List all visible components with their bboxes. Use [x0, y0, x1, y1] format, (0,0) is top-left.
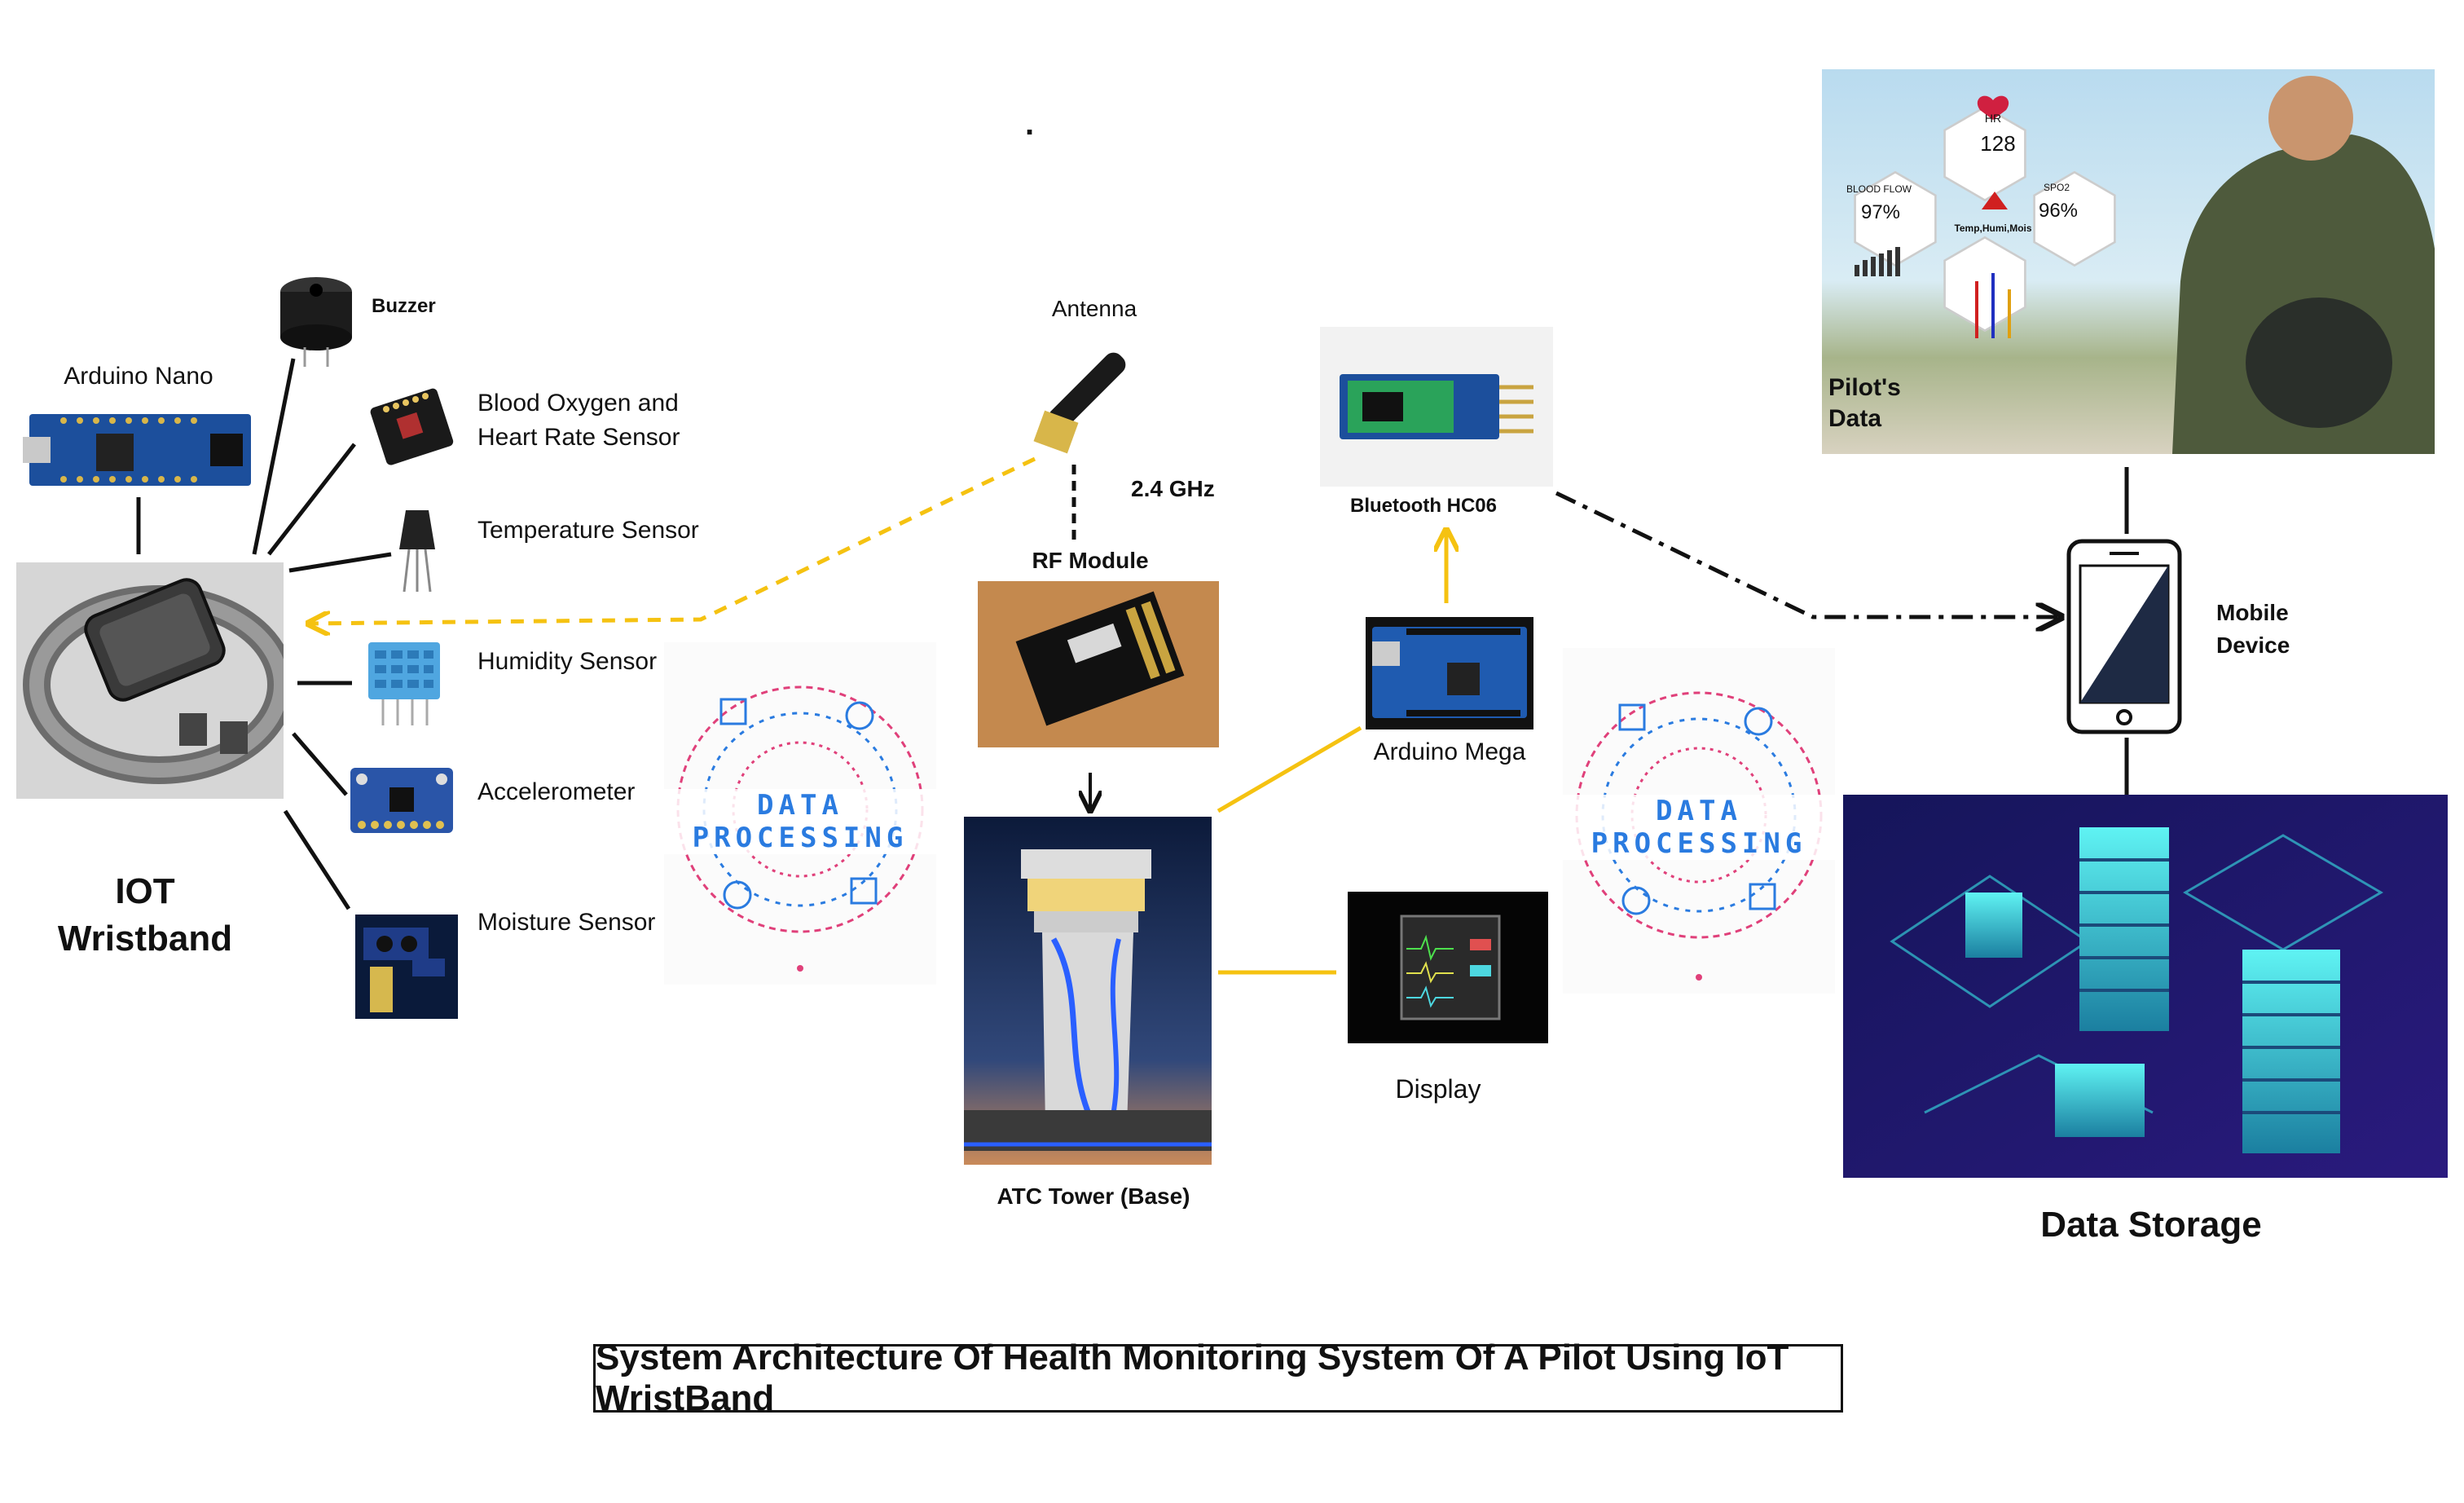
hr-value: 128	[1980, 131, 2016, 156]
mobile-device-label-line1: Mobile	[2216, 600, 2289, 625]
diagram-caption: System Architecture Of Health Monitoring…	[596, 1338, 1789, 1418]
wireless-link-line	[308, 456, 1036, 624]
data-processing-left-text: DATA PROCESSING	[664, 789, 936, 854]
spo2-value: 96%	[2038, 200, 2079, 222]
wristband-sensor-lines	[136, 358, 392, 910]
mobile-device-label: Mobile Device	[2216, 597, 2290, 662]
data-processing-right: DATA PROCESSING	[1563, 648, 1835, 994]
blood-flow-value: 97%	[1860, 201, 1901, 223]
atc-tower-image	[964, 817, 1212, 1165]
bluetooth-link-line	[1555, 491, 2061, 617]
diagram-caption-box: System Architecture Of Health Monitoring…	[593, 1338, 1843, 1418]
wristband-title: IOT Wristband	[58, 868, 232, 963]
wristband-image	[16, 562, 284, 799]
frequency-label: 2.4 GHz	[1131, 476, 1215, 501]
blood-flow-label: BLOOD FLOW	[1846, 183, 1912, 195]
data-processing-right-text: DATA PROCESSING	[1563, 795, 1835, 860]
data-storage-image	[1843, 795, 2448, 1178]
rf-module-label: RF Module	[1032, 548, 1149, 573]
temp-humi-mois-label: Temp,Humi,Mois	[1954, 223, 2032, 234]
pilot-data-panel: HR 128 BLOOD FLOW 97% SPO2 96% Temp,Humi…	[1822, 69, 2435, 454]
bluetooth-module-image	[1320, 327, 1553, 487]
antenna-image	[1027, 334, 1157, 465]
moisture-sensor-label: Moisture Sensor	[477, 909, 656, 936]
arduino-nano-label: Arduino Nano	[64, 363, 213, 390]
mobile-device-icon	[2066, 538, 2183, 735]
arduino-mega-image	[1366, 617, 1533, 729]
pilot-data-label-line1: Pilot's	[1828, 374, 1901, 401]
temperature-sensor-label: Temperature Sensor	[477, 517, 699, 544]
stray-dot: .	[1025, 106, 1035, 142]
blood-oxygen-label-line2: Heart Rate Sensor	[477, 424, 680, 451]
data-storage-label: Data Storage	[2040, 1205, 2262, 1245]
pilot-data-label: Pilot's Data	[1828, 372, 1901, 434]
atc-tower-label: ATC Tower (Base)	[997, 1183, 1190, 1209]
mobile-device-label-line2: Device	[2216, 632, 2290, 658]
data-processing-left: DATA PROCESSING	[664, 642, 936, 985]
arduino-mega-label: Arduino Mega	[1373, 738, 1526, 765]
rf-module-image	[978, 581, 1219, 747]
blood-oxygen-sensor-label: Blood Oxygen and Heart Rate Sensor	[477, 386, 680, 455]
accelerometer-label: Accelerometer	[477, 778, 636, 805]
blood-oxygen-label-line1: Blood Oxygen and	[477, 390, 679, 417]
antenna-label: Antenna	[1051, 296, 1137, 321]
humidity-sensor-image	[359, 637, 450, 727]
buzzer-image	[275, 269, 357, 367]
spo2-label: SPO2	[2043, 182, 2070, 193]
blood-oxygen-sensor-image	[368, 385, 458, 466]
arduino-nano-board	[23, 404, 259, 496]
pilot-data-label-line2: Data	[1828, 405, 1882, 432]
accelerometer-image	[344, 760, 460, 841]
wristband-title-line1: IOT	[115, 871, 175, 911]
display-label: Display	[1395, 1074, 1481, 1104]
bluetooth-label: Bluetooth HC06	[1350, 495, 1497, 517]
humidity-sensor-label: Humidity Sensor	[477, 648, 658, 675]
moisture-sensor-image	[355, 915, 458, 1019]
hr-label: HR	[1984, 112, 2002, 125]
buzzer-label: Buzzer	[372, 295, 436, 317]
temperature-sensor-image	[388, 504, 445, 593]
wristband-title-line2: Wristband	[57, 919, 233, 959]
display-image	[1348, 892, 1548, 1043]
